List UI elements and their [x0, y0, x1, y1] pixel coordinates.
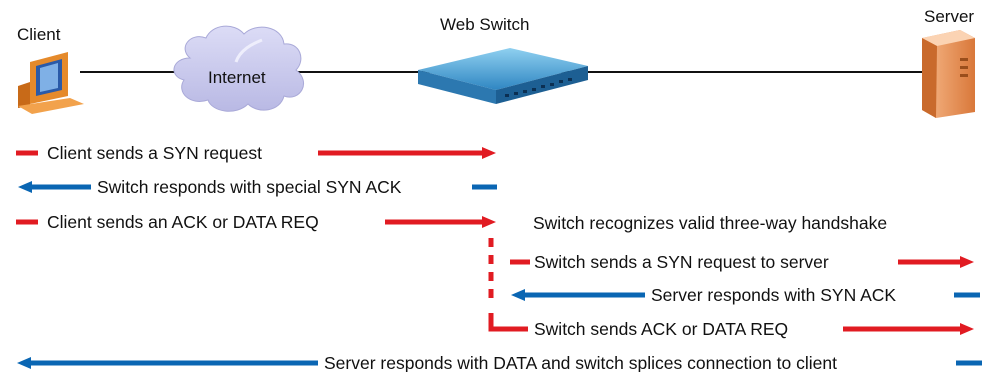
msg-switch-ack: Switch sends ACK or DATA REQ: [488, 313, 974, 339]
msg-switch-synack-label: Switch responds with special SYN ACK: [97, 177, 402, 197]
msg-handshake-recognized: Switch recognizes valid three-way handsh…: [533, 213, 887, 233]
msg-client-syn-label: Client sends a SYN request: [47, 143, 262, 163]
cloud-icon: [173, 25, 304, 112]
msg-server-data: Server responds with DATA and switch spl…: [17, 353, 982, 372]
internet-label: Internet: [208, 68, 266, 87]
desktop-computer-icon: [18, 52, 84, 114]
msg-server-data-label: Server responds with DATA and switch spl…: [324, 353, 837, 372]
network-switch-icon: [418, 48, 588, 104]
server-label: Server: [924, 7, 974, 26]
msg-server-synack: Server responds with SYN ACK: [511, 285, 980, 305]
server-tower-icon: [922, 30, 975, 118]
msg-switch-syn: Switch sends a SYN request to server: [510, 252, 974, 272]
web-switch-label: Web Switch: [440, 15, 529, 34]
msg-switch-synack: Switch responds with special SYN ACK: [18, 177, 497, 197]
msg-switch-syn-label: Switch sends a SYN request to server: [534, 252, 829, 272]
msg-client-syn: Client sends a SYN request: [16, 143, 496, 163]
msg-switch-ack-label: Switch sends ACK or DATA REQ: [534, 319, 788, 339]
client-label: Client: [17, 25, 61, 44]
msg-client-ack-label: Client sends an ACK or DATA REQ: [47, 212, 319, 232]
msg-server-synack-label: Server responds with SYN ACK: [651, 285, 896, 305]
msg-client-ack: Client sends an ACK or DATA REQ: [16, 212, 496, 232]
